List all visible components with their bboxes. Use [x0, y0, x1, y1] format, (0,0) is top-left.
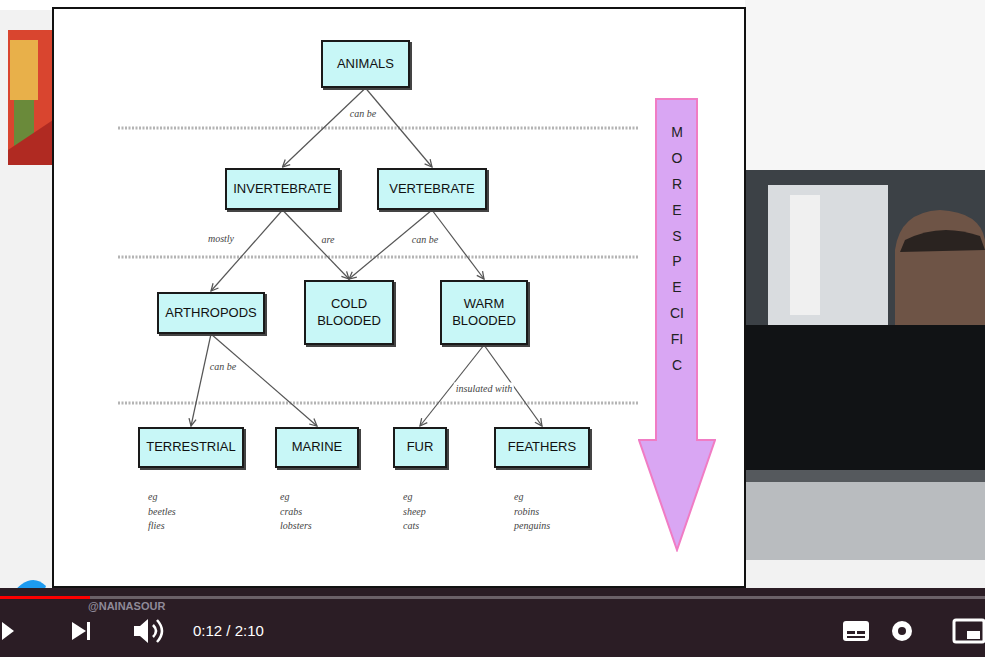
picture-ground	[8, 30, 53, 165]
box-label: TERRESTRIAL	[146, 439, 236, 455]
miniplayer-icon	[967, 631, 980, 639]
volume-icon	[134, 619, 148, 643]
monitor-frame	[745, 170, 985, 330]
box-label: WARM BLOODED	[447, 296, 521, 329]
channel-handle: @NAINASOUR	[88, 600, 165, 612]
settings-icon	[898, 627, 906, 635]
box-label: FUR	[407, 439, 434, 455]
settings-icon	[892, 621, 912, 641]
concept-box: WARM BLOODED	[440, 280, 528, 345]
edge-label: insulated with	[454, 383, 514, 394]
player-bar	[0, 588, 985, 657]
progress-played	[0, 596, 90, 599]
desk	[745, 480, 985, 560]
connector-arrow	[432, 210, 484, 279]
example-list: eg sheep cats	[403, 490, 426, 534]
concept-box: VERTEBRATE	[377, 168, 487, 210]
subtitles-icon	[847, 636, 865, 638]
example-list: eg beetles flies	[148, 490, 176, 534]
subtitles-icon	[857, 631, 865, 634]
concept-box: INVERTEBRATE	[225, 168, 340, 210]
concept-box: MARINE	[275, 427, 359, 468]
concept-box: ARTHROPODS	[157, 292, 265, 334]
slide	[53, 8, 745, 587]
dotted-divider	[118, 127, 638, 130]
example-list: eg robins penguins	[514, 490, 550, 534]
person-hair	[900, 230, 985, 252]
connector-arrow	[211, 210, 283, 291]
progress-track	[0, 596, 985, 599]
box-label: ARTHROPODS	[165, 305, 257, 321]
dotted-divider	[118, 256, 638, 259]
concept-box: ANIMALS	[321, 40, 410, 88]
box-label: COLD BLOODED	[311, 296, 387, 329]
concept-box: TERRESTRIAL	[138, 427, 244, 468]
next-icon	[72, 622, 86, 640]
window-light	[768, 185, 888, 325]
time-display: 0:12 / 2:10	[193, 622, 264, 639]
arrow-caption: MORE SPECIFIC	[670, 120, 684, 379]
desk-edge	[745, 470, 985, 482]
next-icon	[87, 622, 90, 640]
box-label: VERTEBRATE	[389, 181, 474, 197]
arrow-outline	[639, 99, 715, 550]
picture-detail	[10, 40, 38, 100]
webcam-picture	[745, 0, 985, 560]
connector-arrow	[283, 88, 366, 167]
volume-icon	[157, 620, 162, 642]
box-label: MARINE	[292, 439, 343, 455]
connector-arrow	[191, 334, 211, 426]
subtitles-icon	[847, 631, 855, 634]
concept-box: FEATHERS	[494, 427, 590, 468]
monitor	[745, 325, 985, 480]
box-label: INVERTEBRATE	[233, 181, 331, 197]
edge-label: mostly	[206, 233, 236, 244]
play-icon	[2, 622, 14, 640]
wall	[745, 0, 985, 170]
box-label: FEATHERS	[508, 439, 576, 455]
connector-arrow	[349, 210, 432, 279]
subtitles-icon	[843, 621, 869, 641]
level-dividers	[118, 128, 638, 403]
miniplayer-icon	[954, 620, 984, 642]
connector-arrow	[283, 210, 350, 279]
control-bar	[0, 588, 985, 657]
person-head	[895, 210, 985, 330]
example-list: eg crabs lobsters	[280, 490, 312, 534]
edge-label: can be	[208, 361, 238, 372]
left-picture	[8, 30, 53, 165]
volume-icon	[153, 625, 156, 637]
box-label: ANIMALS	[337, 56, 394, 72]
concept-box: COLD BLOODED	[304, 280, 394, 345]
arrow-shape	[638, 98, 716, 552]
edge-label: can be	[348, 108, 378, 119]
direction-arrow: MORE SPECIFIC	[638, 98, 716, 552]
edge-label: can be	[410, 234, 440, 245]
picture-detail	[8, 120, 53, 165]
connector-arrow	[366, 88, 433, 167]
connector-arrow	[211, 334, 317, 426]
concept-box: FUR	[393, 427, 447, 468]
edge-label: are	[320, 234, 337, 245]
window-light	[790, 195, 820, 315]
